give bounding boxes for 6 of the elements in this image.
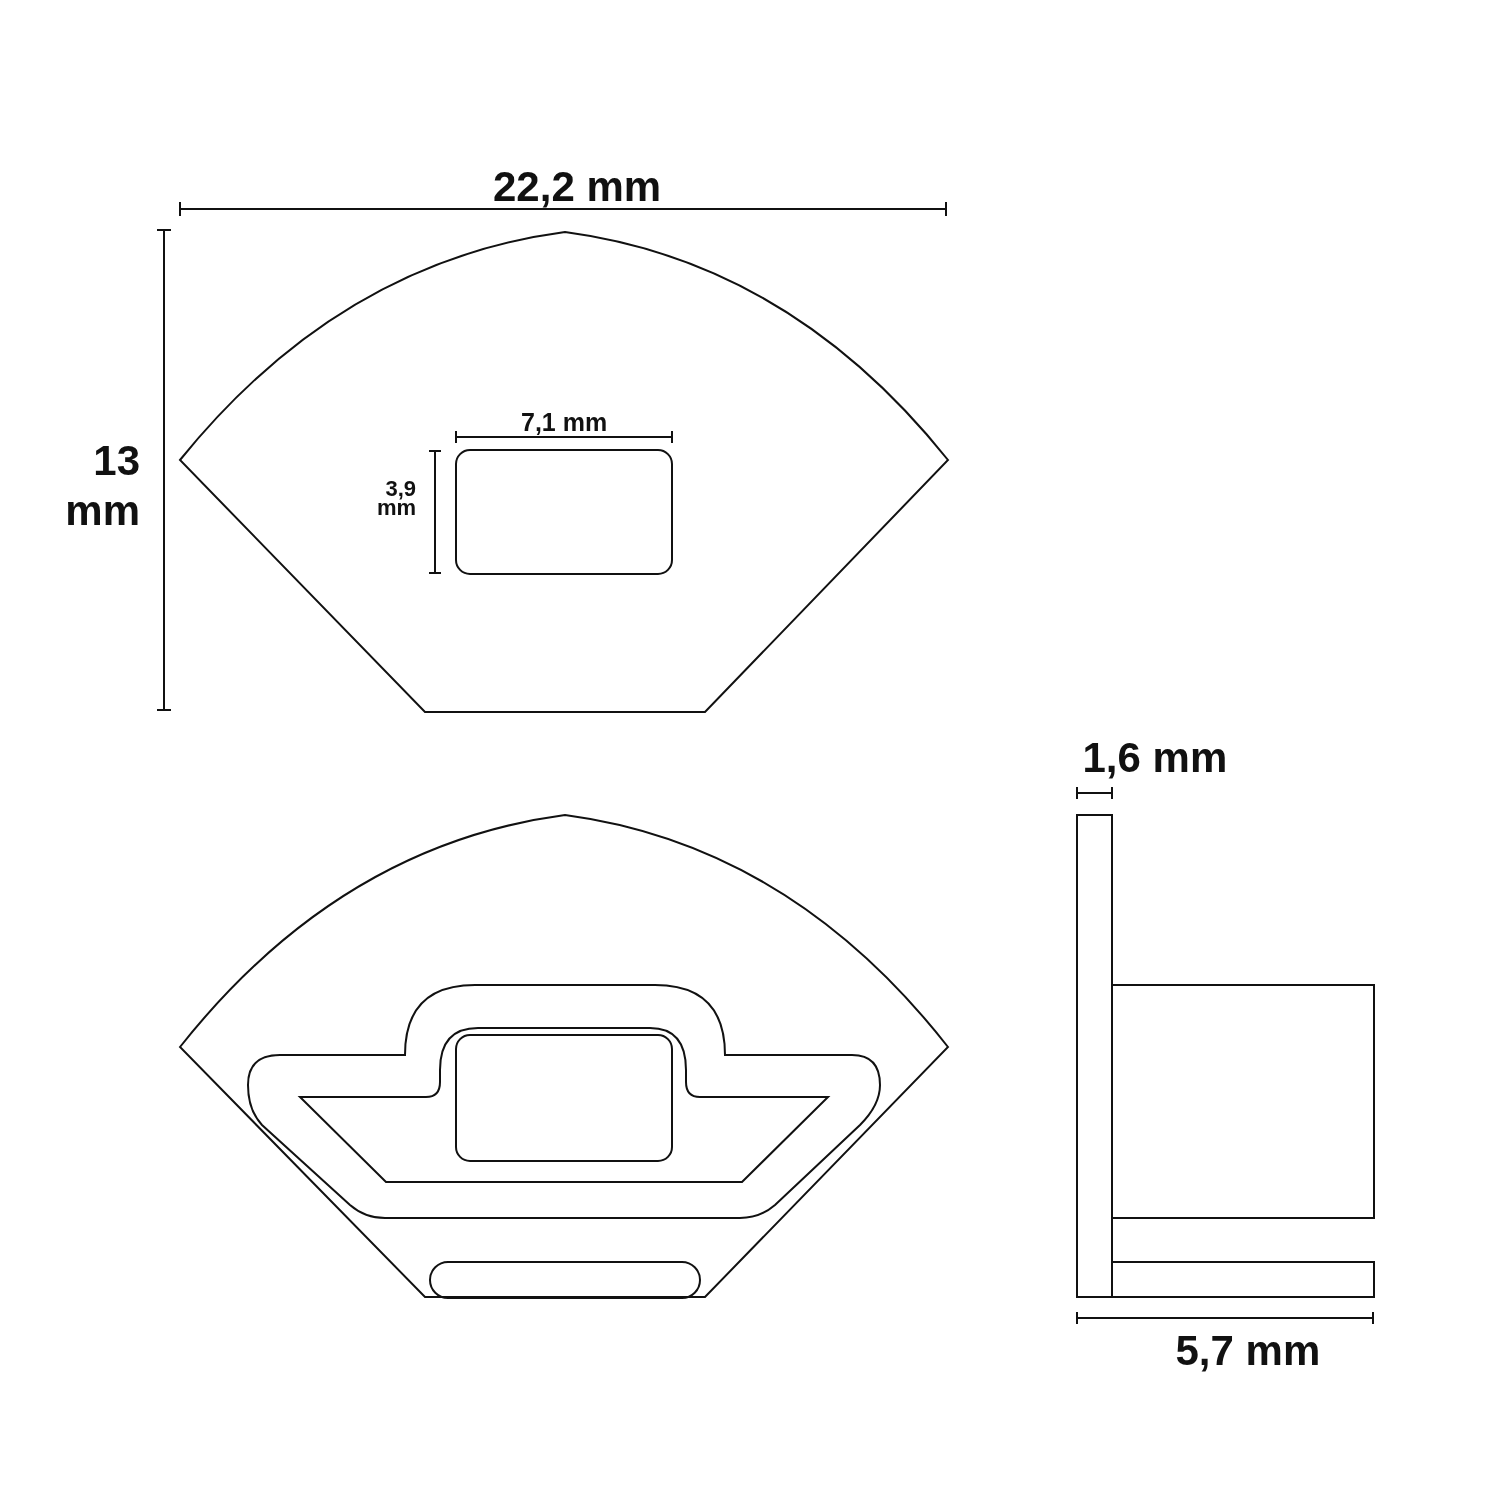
dimension-label: 7,1 mm [521,407,608,437]
dimension-label: 5,7 mm [1175,1326,1321,1376]
dimension-label: 22,2 mm [493,162,662,212]
dimension-label: 1,6 mm [1082,733,1228,783]
dimension-label: 3,9 mm [375,480,416,518]
dimension-label: 13 mm [64,436,140,537]
